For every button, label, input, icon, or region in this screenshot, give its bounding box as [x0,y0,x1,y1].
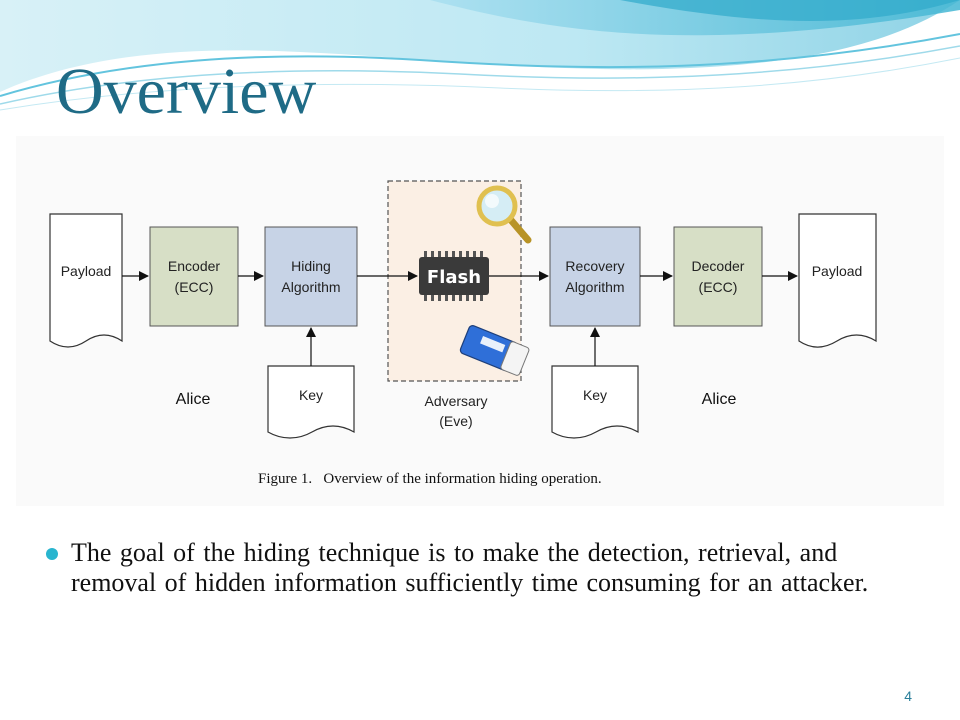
information-hiding-diagram: Payload Encoder (ECC) Hiding Algorithm F… [49,180,877,487]
flow-arrows [122,271,798,366]
key-right-document [551,365,639,439]
decoder-label: Decoder [692,258,745,274]
bullet-item: The goal of the hiding technique is to m… [46,538,886,598]
magnifier-icon [476,185,532,244]
flash-label: Flash [427,267,481,288]
bullet-dot-icon [46,548,58,560]
adversary-sublabel: (Eve) [439,413,472,429]
adversary-label: Adversary [424,393,487,409]
encoder-label: Encoder [168,258,220,274]
recovery-algorithm-box [549,226,641,327]
payload-out-label: Payload [812,263,863,279]
slide-title: Overview [56,55,317,128]
payload-out-document [798,213,877,348]
eraser-icon [459,325,530,376]
decoder-box [673,226,763,327]
header-wave-banner [0,0,960,111]
alice-right-label: Alice [702,391,737,408]
key-left-document [267,365,355,439]
key-right-label: Key [583,387,607,403]
encoder-box [149,226,239,327]
encoder-sublabel: (ECC) [175,279,214,295]
decoder-sublabel: (ECC) [699,279,738,295]
payload-in-label: Payload [61,263,112,279]
figure-caption: Figure 1. Overview of the information hi… [258,471,602,487]
recovery-algorithm-label: Recovery [565,258,624,274]
bullet-text: The goal of the hiding technique is to m… [71,538,869,597]
key-left-label: Key [299,387,323,403]
figure-panel: Payload Encoder (ECC) Hiding Algorithm F… [16,136,944,506]
hiding-algorithm-label: Hiding [291,258,331,274]
recovery-algorithm-sublabel: Algorithm [565,279,624,295]
flash-chip-icon [419,251,489,301]
payload-in-document [49,213,123,348]
hiding-algorithm-box [264,226,358,327]
page-number: 4 [904,688,912,704]
hiding-algorithm-sublabel: Algorithm [281,279,340,295]
alice-left-label: Alice [176,391,211,408]
